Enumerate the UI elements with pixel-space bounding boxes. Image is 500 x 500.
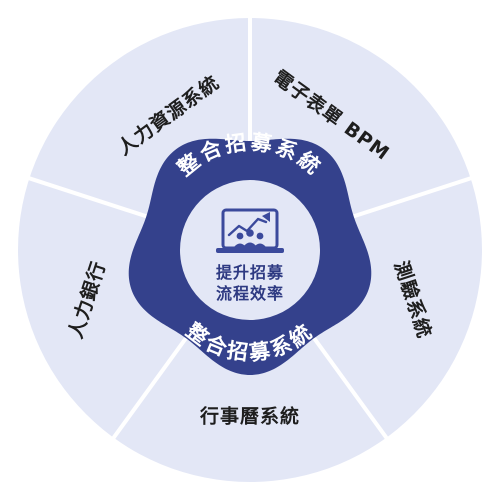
segment-dividers [24, 14, 476, 443]
segment-label-calendar: 行事曆系統 [199, 405, 300, 428]
segment-divider [24, 175, 161, 223]
integration-gear-ring [128, 138, 372, 375]
segment-divider [339, 175, 476, 223]
segment-divider [304, 325, 391, 443]
center-label-line2: 流程效率 [216, 284, 284, 303]
segment-divider [109, 325, 196, 443]
center-label-line1: 提升招募 [216, 263, 284, 282]
svg-text:行事曆系統: 行事曆系統 [199, 405, 300, 428]
laptop-chart-icon [216, 208, 284, 253]
